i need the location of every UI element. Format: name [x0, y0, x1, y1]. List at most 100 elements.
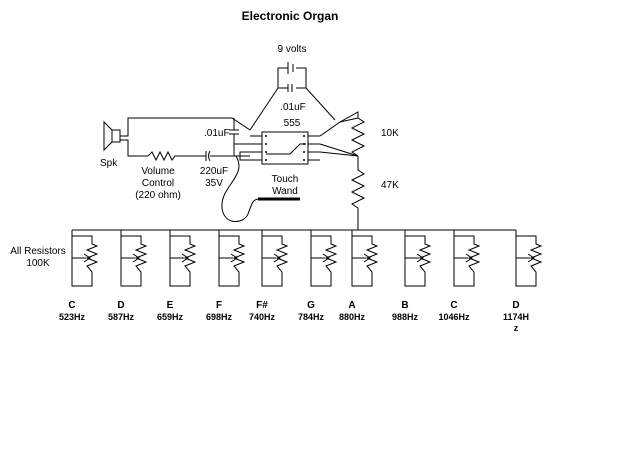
key-note-label: D	[512, 300, 519, 311]
resistor-note-line2: 100K	[26, 258, 50, 269]
key-resistor	[365, 240, 379, 276]
key-wiper-arrow	[322, 253, 330, 263]
key-3	[218, 230, 246, 287]
ic-pin-dots	[265, 135, 305, 161]
key-top-lead	[311, 235, 332, 240]
resistor-47k-label: 47K	[381, 180, 399, 191]
control-cap-label: .01uF	[204, 128, 230, 139]
key-wiper-arrow	[83, 253, 91, 263]
r10k-top-wire	[339, 111, 359, 123]
key-wiper-arrow	[273, 253, 281, 263]
key-frequency-label: 1046Hz	[438, 312, 470, 322]
key-wire	[351, 230, 373, 287]
key-frequency-label: z	[514, 323, 519, 333]
touch-wand-label-line1: Touch	[272, 174, 299, 185]
volume-resistor	[147, 150, 206, 162]
key-resistor	[275, 240, 289, 276]
key-wiper-arrow	[363, 253, 371, 263]
key-wiper-arrow	[230, 253, 238, 263]
key-8	[453, 230, 481, 287]
key-frequency-label: 698Hz	[206, 312, 233, 322]
ic-555-body	[261, 131, 309, 165]
key-wiper-arrow	[132, 253, 140, 263]
key-resistor	[183, 240, 197, 276]
speaker-icon	[103, 120, 121, 152]
key-resistor	[324, 240, 338, 276]
key-top-lead	[352, 235, 373, 240]
output-cap-label-line2: 35V	[205, 178, 223, 189]
output-capacitor	[205, 150, 250, 162]
battery-label: 9 volts	[278, 44, 307, 55]
key-5	[310, 230, 338, 287]
resistor-note-line1: All Resistors	[10, 246, 66, 257]
key-9	[515, 230, 543, 287]
key-wire	[169, 230, 191, 287]
key-top-lead	[262, 235, 283, 240]
key-top-lead	[405, 235, 426, 240]
resistor-10k-label: 10K	[381, 128, 399, 139]
control-capacitor	[229, 118, 250, 145]
key-note-label: B	[401, 300, 408, 311]
key-note-label: C	[68, 300, 75, 311]
r10k-to-pins	[319, 143, 359, 157]
key-wire	[515, 230, 537, 287]
ic-555-label: 555	[284, 118, 301, 129]
key-6	[351, 230, 379, 287]
key-wire	[120, 230, 142, 287]
key-top-lead	[454, 235, 475, 240]
diagram-title: Electronic Organ	[242, 9, 339, 23]
key-wire	[453, 230, 475, 287]
resistor-10k	[350, 117, 366, 157]
key-frequency-label: 784Hz	[298, 312, 325, 322]
key-1	[120, 230, 148, 287]
key-0	[71, 230, 99, 287]
speaker-label: Spk	[100, 158, 118, 169]
key-2	[169, 230, 197, 287]
key-wiper-arrow	[527, 253, 535, 263]
key-resistor	[418, 240, 432, 276]
touch-wand-label-line2: Wand	[272, 186, 298, 197]
key-wire	[71, 230, 93, 287]
battery-symbol	[277, 62, 307, 92]
output-cap-label-line1: 220uF	[200, 166, 228, 177]
volume-label-line3: (220 ohm)	[135, 190, 181, 201]
key-frequency-label: 880Hz	[339, 312, 366, 322]
timing-cap-label: .01uF	[280, 102, 306, 113]
key-frequency-label: 523Hz	[59, 312, 86, 322]
supply-wire-right	[305, 87, 336, 121]
key-note-label: F	[216, 300, 222, 311]
key-wire	[218, 230, 240, 287]
key-top-lead	[219, 235, 240, 240]
key-wire	[404, 230, 426, 287]
supply-wire-left	[249, 87, 279, 131]
key-top-lead	[121, 235, 142, 240]
key-note-label: F#	[256, 300, 268, 311]
key-frequency-label: 1174H	[503, 312, 529, 322]
pin-junction	[233, 144, 250, 161]
key-note-label: G	[307, 300, 315, 311]
speaker-top-wire	[120, 117, 251, 137]
key-7	[404, 230, 432, 287]
key-resistor	[85, 240, 99, 276]
key-wiper-arrow	[465, 253, 473, 263]
key-wiper-arrow	[416, 253, 424, 263]
touch-wand-lead	[221, 155, 259, 222]
key-wire	[261, 230, 283, 287]
ic-pins	[250, 135, 320, 161]
key-top-lead	[516, 235, 537, 240]
key-frequency-label: 587Hz	[108, 312, 135, 322]
key-note-label: A	[348, 300, 355, 311]
resistor-47k	[350, 156, 366, 230]
key-resistor	[467, 240, 481, 276]
key-wiper-arrow	[181, 253, 189, 263]
speaker-bottom-wire	[120, 139, 148, 157]
key-resistors: C523HzD587HzE659HzF698HzF#740HzG784HzA88…	[59, 230, 543, 333]
key-frequency-label: 988Hz	[392, 312, 419, 322]
key-top-lead	[72, 235, 93, 240]
key-wire	[310, 230, 332, 287]
key-4	[261, 230, 289, 287]
key-note-label: E	[167, 300, 174, 311]
key-resistor	[529, 240, 543, 276]
key-frequency-label: 659Hz	[157, 312, 184, 322]
